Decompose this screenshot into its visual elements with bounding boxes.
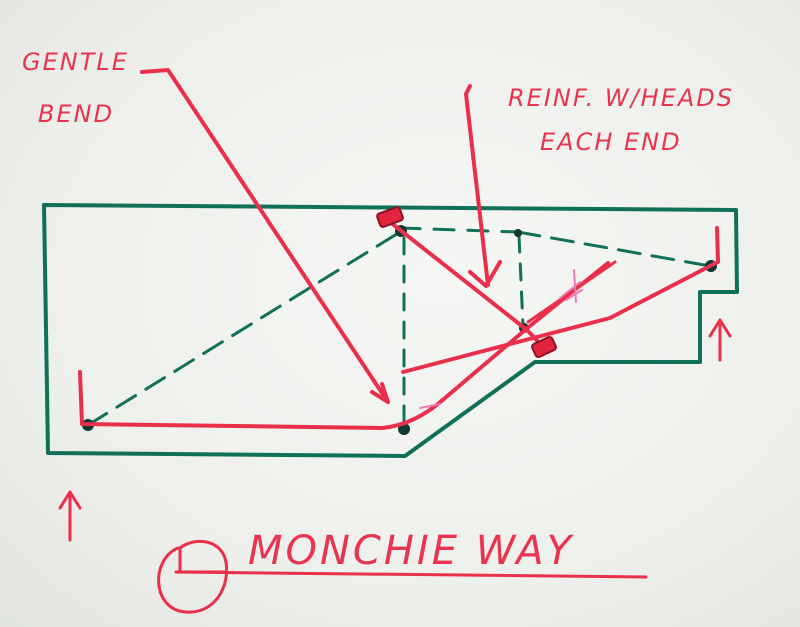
title-underline	[174, 570, 648, 579]
rebar-center-cross	[401, 226, 720, 374]
beam-outline	[42, 203, 739, 458]
support-arrow-right	[708, 318, 732, 362]
rebar-upper-branch	[526, 260, 617, 324]
gentle-bend-leader	[140, 68, 390, 404]
gentle-bend-label-line2: BEND	[38, 100, 114, 128]
title-logo	[157, 539, 229, 614]
rebar-head-top	[376, 206, 404, 228]
gentle-bend-label-line1: GENTLE	[22, 48, 129, 76]
gentle-bend-arrowhead	[370, 382, 390, 404]
rebar-bottom-main	[78, 261, 610, 430]
reinf-label-line1: REINF. W/HEADS	[508, 84, 734, 112]
tie-vertical-right	[517, 234, 525, 328]
pink-hatching	[419, 269, 583, 409]
node-top-mid	[514, 229, 522, 237]
reinf-label-line2: EACH END	[540, 128, 682, 156]
page-title: MONCHIE WAY	[248, 528, 575, 574]
strut-top-horizontal	[398, 226, 520, 234]
support-arrow-left	[58, 490, 82, 542]
reinf-arrowhead	[468, 260, 502, 288]
rebar-head-bottom	[531, 335, 557, 359]
reinf-leader	[464, 84, 490, 287]
strut-left-diagonal	[86, 230, 402, 427]
